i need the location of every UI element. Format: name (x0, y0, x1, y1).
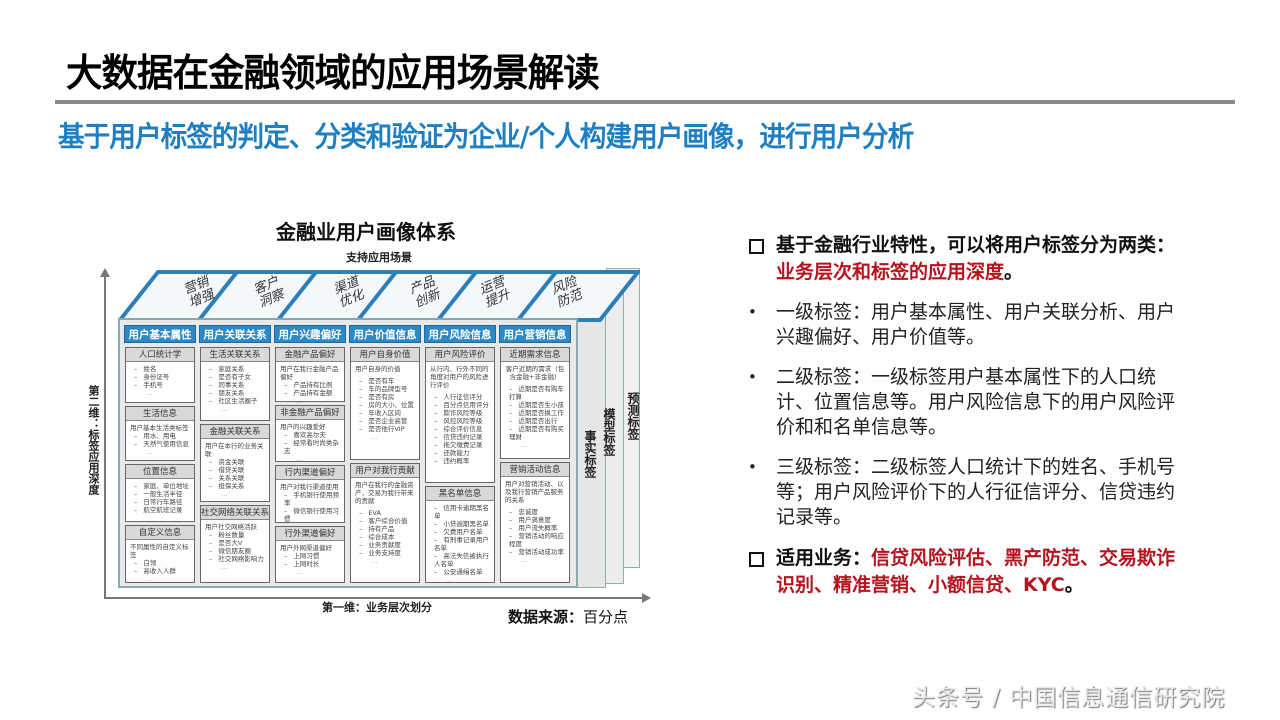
page-title: 大数据在金融领域的应用场景解读 (66, 51, 600, 95)
explanation-panel: 基于金融行业特性，可以将用户标签分为两类：业务层次和标签的应用深度。 一级标签：… (748, 232, 1178, 613)
scenarios-label: 支持应用场景 (346, 251, 412, 264)
x-axis-arrow-icon (642, 593, 651, 603)
card-inner-channel-pref: 行内渠道偏好 用户对我行渠道使用 手机银行使用频率 微信银行使用习惯 … (275, 465, 345, 531)
card-self-value: 用户自身价值 用户自身的价值 是否有车 车的品牌型号 是否有房 房的大小、位置 … (350, 347, 420, 460)
bullet-level1: 一级标签：用户基本属性、用户关联分析、用户兴趣偏好、用户价值等。 (748, 300, 1178, 350)
point-applicable-business: 适用业务：信贷风险评估、黑产防范、交易欺诈识别、精准营销、小额信贷、KYC。 (748, 545, 1178, 599)
card-marketing-activity: 营销活动信息 用户对营销活动、以及我行营销产品服务的关系 忠诚度 用户满意度 用… (500, 462, 570, 583)
card-life-info: 生活信息 用户基本生活类标签 用水、用电 天然气使用信息 … (125, 406, 195, 461)
card-recent-demand: 近期需求信息 客户近期的需求（包含金融+非金融） 近期是否有购车打算 近期是否生… (500, 347, 570, 459)
y-axis-arrow-icon (100, 268, 110, 277)
title-divider (55, 100, 1235, 104)
card-nonfinance-pref: 非金融产品偏好 用户的兴趣爱好 喜欢高尔夫 经常看时尚类杂志 … (275, 405, 345, 463)
card-outer-channel-pref: 行外渠道偏好 用户外网渠道偏好 上网习惯 上网时长 … (275, 526, 345, 583)
card-blacklist: 黑名单信息 信用卡逾期黑名单 小贷逾期黑名单 欠费用户名单 有刑事记录用户名单 … (425, 486, 495, 584)
card-risk-eval: 用户风险评价 从行内、行外不同的角度对用户的风险进行评价 人行征信评分 百分点信… (425, 347, 495, 483)
card-location: 位置信息 家庭、单位地址 一般生活半径 日常行车路径 航空航班记录 (125, 464, 195, 522)
page-subtitle: 基于用户标签的判定、分类和验证为企业/个人构建用户画像，进行用户分析 (58, 120, 914, 153)
tag-matrix: 用户基本属性 用户关联关系 用户兴趣偏好 用户价值信息 用户风险信息 用户营销信… (118, 318, 578, 588)
column-header-basic: 用户基本属性 (124, 325, 196, 343)
x-axis-label: 第一维：业务层次划分 (322, 601, 432, 614)
bullet-level3: 三级标签：二级标签人口统计下的姓名、手机号等；用户风险评价下的人行征信评分、信贷… (748, 455, 1178, 530)
bullet-level2: 二级标签：一级标签用户基本属性下的人口统计、位置信息等。用户风险信息下的用户风险… (748, 365, 1178, 440)
card-finance-pref: 金融产品偏好 用户在我行金融产品偏好 产品持有比例 产品持有金额 … (275, 347, 345, 405)
y-axis (104, 276, 106, 598)
side-label-fact: 事实标签 (583, 430, 597, 478)
column-header-marketing: 用户营销信息 (499, 325, 571, 343)
column-header-value: 用户价值信息 (349, 325, 421, 343)
user-portrait-diagram: 金融业用户画像体系 支持应用场景 第二维：标签应用深度 事实标签 模型标签 预测… (0, 0, 700, 720)
x-axis (104, 597, 644, 599)
column-header-interest: 用户兴趣偏好 (274, 325, 346, 343)
card-contribution: 用户对我行贡献 用户在我行的金融资产，交易为我行带来的贡献 EVA 客户综合价值… (350, 463, 420, 583)
side-panel-fact (576, 300, 606, 588)
point-label-categories: 基于金融行业特性，可以将用户标签分为两类：业务层次和标签的应用深度。 (748, 232, 1178, 286)
card-life-relation: 生活关联关系 家庭关系 是否有子女 同事关系 朋友关系 社区生活圈子 … (200, 347, 270, 421)
highlight-dimensions: 业务层次和标签的应用深度 (776, 261, 1005, 283)
y-axis-label: 第二维：标签应用深度 (87, 385, 100, 495)
card-custom: 自定义信息 不同属性的自定义标签 白领 高收入人群 … (125, 525, 195, 583)
diagram-title: 金融业用户画像体系 (276, 220, 456, 244)
column-header-relation: 用户关联关系 (199, 325, 271, 343)
watermark: 头条号 / 中国信息通信研究院 (912, 685, 1226, 711)
card-social-relation: 社交网络关联关系 用户社交网络活跃 粉丝数量 是否大V 微信朋友圈 社交网络影响… (200, 505, 270, 583)
card-demographics: 人口统计学 姓名 身份证号 手机号 … (125, 347, 195, 403)
highlight-business: 信贷风险评估、黑产防范、交易欺诈识别、精准营销、小额信贷、KYC (776, 547, 1176, 596)
side-label-predict: 预测标签 (626, 392, 640, 440)
side-label-model: 模型标签 (602, 408, 616, 456)
data-source: 数据来源：百分点 (508, 608, 629, 626)
column-header-risk: 用户风险信息 (424, 325, 496, 343)
card-finance-relation: 金融关联关系 用户在本行的业务关联 资金关联 借贷关联 关系关联 担保关系 … (200, 424, 270, 502)
scenarios-top-face (118, 270, 640, 322)
